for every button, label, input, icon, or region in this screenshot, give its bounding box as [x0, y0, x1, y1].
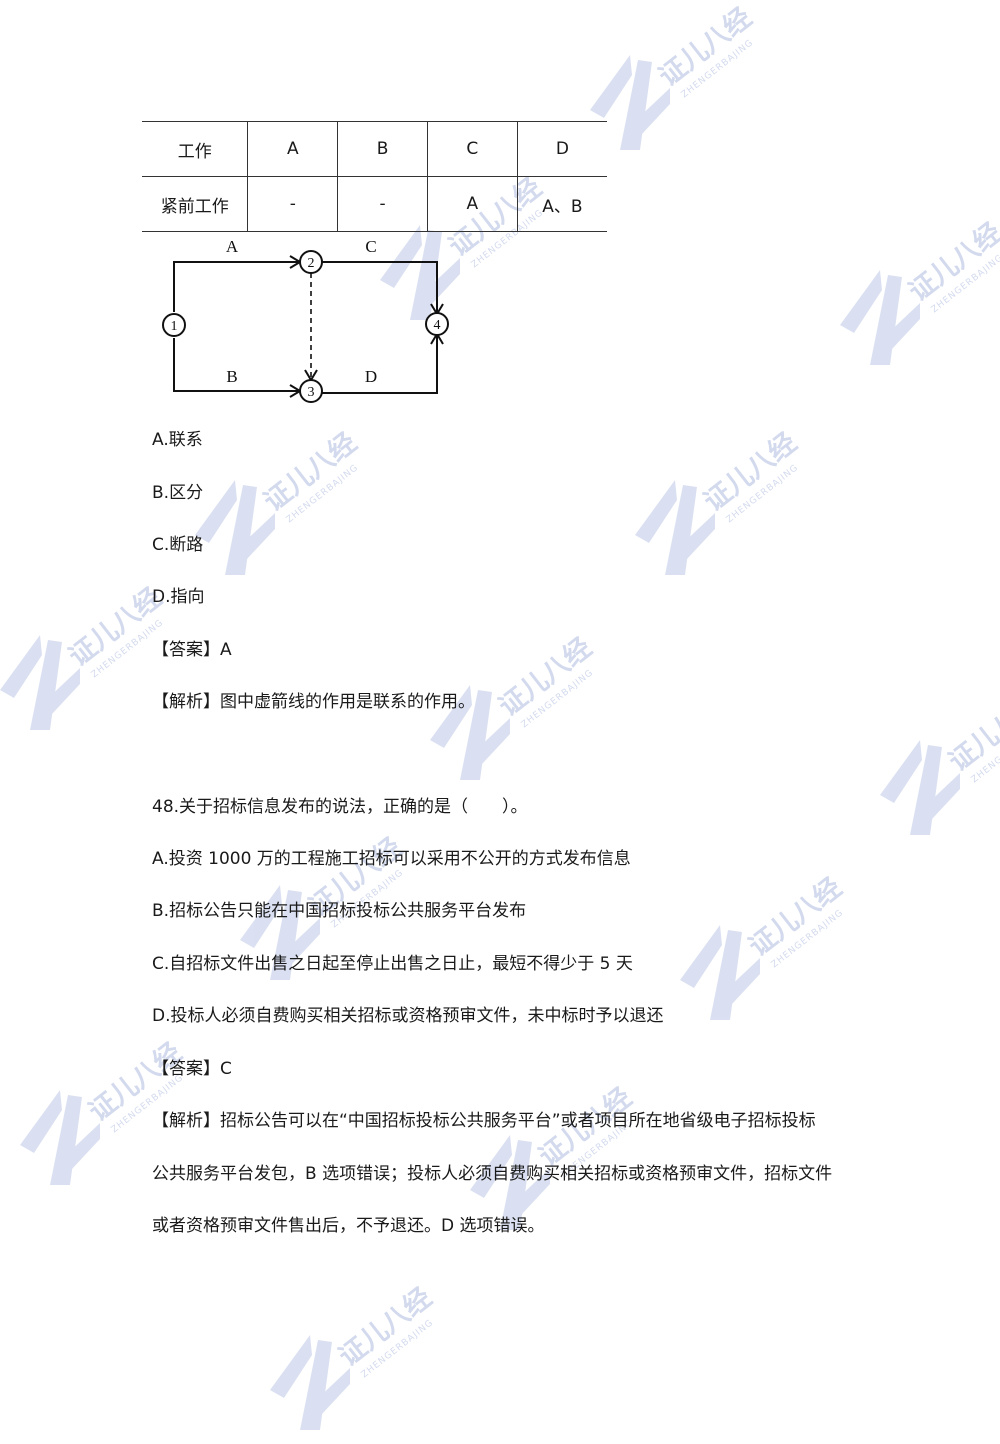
precedence-table: 工作 A B C D 紧前工作 - - A A、B — [142, 121, 607, 232]
q48-option-a: A.投资 1000 万的工程施工招标可以采用不公开的方式发布信息 — [152, 849, 631, 869]
q48-option-d: D.投标人必须自费购买相关招标或资格预审文件，未中标时予以退还 — [152, 1006, 664, 1026]
q48-analysis-line: 公共服务平台发包，B 选项错误；投标人必须自费购买相关招标或资格预审文件，招标文… — [152, 1164, 833, 1184]
node-2-label: 2 — [308, 256, 315, 271]
svg-text:证儿八经: 证儿八经 — [493, 631, 598, 723]
table-cell: - — [247, 176, 338, 232]
q47-option-a: A.联系 — [152, 430, 203, 450]
node-1-label: 1 — [171, 319, 178, 334]
svg-text:ZHENGERBAJING: ZHENGERBAJING — [725, 463, 801, 525]
svg-text:ZHENGERBAJING: ZHENGERBAJING — [770, 908, 846, 970]
svg-text:证儿八经: 证儿八经 — [653, 1, 758, 93]
edge-label-a: A — [226, 237, 239, 256]
arrow-a — [173, 261, 298, 312]
node-4-label: 4 — [434, 318, 441, 333]
svg-text:ZHENGERBAJING: ZHENGERBAJING — [680, 38, 756, 100]
table-cell: 紧前工作 — [142, 176, 248, 232]
q47-option-d: D.指向 — [152, 587, 205, 607]
edge-label-d: D — [365, 367, 377, 386]
node-1 — [162, 313, 186, 337]
table-header-cell: C — [426, 121, 518, 177]
q48-analysis-line: 【解析】招标公告可以在“中国招标投标公共服务平台”或者项目所在地省级电子招标投标 — [152, 1111, 816, 1131]
q48-analysis-line: 或者资格预审文件售出后，不予退还。D 选项错误。 — [152, 1216, 545, 1236]
q47-analysis: 【解析】图中虚箭线的作用是联系的作用。 — [152, 692, 475, 712]
node-3 — [299, 379, 323, 403]
svg-text:ZHENGERBAJING: ZHENGERBAJING — [360, 1318, 436, 1380]
table-row: 工作 A B C D — [142, 121, 607, 177]
table-header-cell: D — [516, 121, 607, 177]
table-cell: A、B — [516, 176, 607, 232]
svg-text:证儿八经: 证儿八经 — [698, 426, 803, 518]
arrow-c — [322, 261, 438, 312]
network-diagram: 1 2 3 4 A B C D — [162, 237, 449, 403]
svg-text:证儿八经: 证儿八经 — [903, 216, 1000, 308]
q48-option-b: B.招标公告只能在中国招标投标公共服务平台发布 — [152, 901, 527, 921]
q48-stem: 48.关于招标信息发布的说法，正确的是（ ）。 — [152, 797, 528, 817]
svg-text:ZHENGERBAJING: ZHENGERBAJING — [930, 253, 1000, 315]
q47-option-b: B.区分 — [152, 483, 204, 503]
svg-text:证儿八经: 证儿八经 — [943, 686, 1000, 778]
svg-text:ZHENGERBAJING: ZHENGERBAJING — [520, 668, 596, 730]
svg-text:证儿八经: 证儿八经 — [743, 871, 848, 963]
svg-text:ZHENGERBAJING: ZHENGERBAJING — [970, 723, 1000, 785]
svg-text:证儿八经: 证儿八经 — [258, 426, 363, 518]
node-3-label: 3 — [308, 385, 315, 400]
svg-text:证儿八经: 证儿八经 — [333, 1281, 438, 1373]
arrow-b — [173, 338, 298, 392]
node-2 — [299, 250, 323, 274]
table-row: 紧前工作 - - A A、B — [142, 176, 607, 232]
table-header-cell: B — [337, 121, 428, 177]
table-header-cell: 工作 — [142, 121, 248, 177]
q48-option-c: C.自招标文件出售之日起至停止出售之日止，最短不得少于 5 天 — [152, 954, 633, 974]
table-cell: - — [337, 176, 428, 232]
svg-text:ZHENGERBAJING: ZHENGERBAJING — [285, 463, 361, 525]
q47-option-c: C.断路 — [152, 535, 204, 555]
table-cell: A — [426, 176, 518, 232]
edge-label-b: B — [226, 367, 237, 386]
table-header-cell: A — [247, 121, 338, 177]
node-4 — [425, 312, 449, 336]
q47-answer: 【答案】A — [152, 640, 232, 660]
q48-answer: 【答案】C — [152, 1059, 232, 1079]
arrow-d — [322, 336, 438, 394]
edge-label-c: C — [365, 237, 376, 256]
